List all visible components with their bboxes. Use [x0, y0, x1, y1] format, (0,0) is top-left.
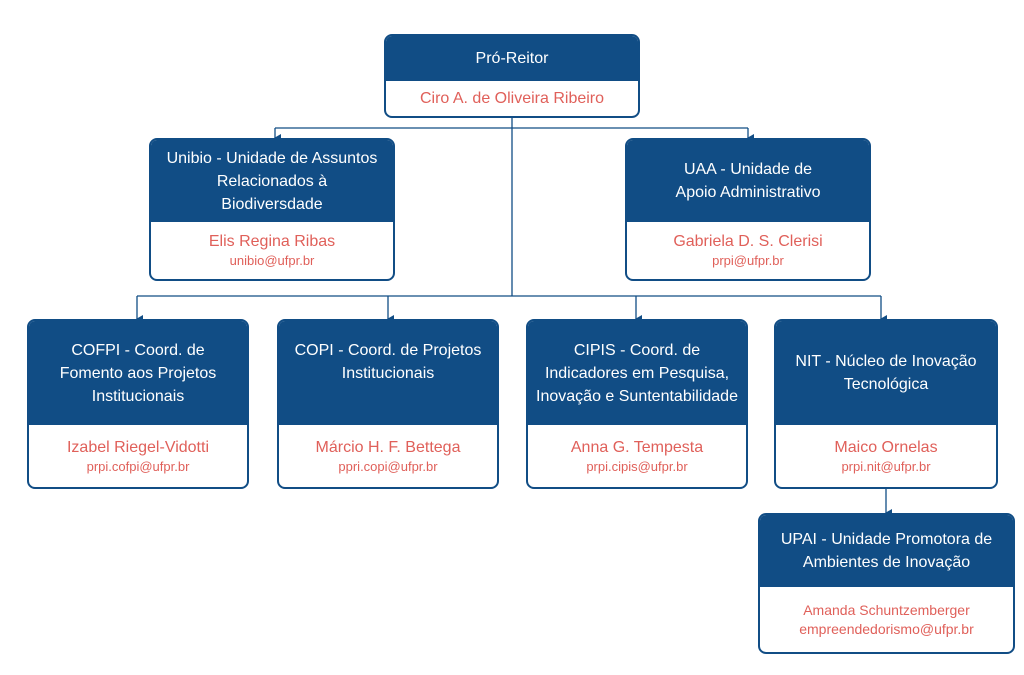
node-pro-reitor: Pró-Reitor Ciro A. de Oliveira Ribeiro: [384, 34, 640, 118]
node-nit-email: prpi.nit@ufpr.br: [841, 458, 931, 474]
node-upai-email: empreendedorismo@ufpr.br: [799, 620, 974, 637]
node-cofpi-title: COFPI - Coord. de Fomento aos Projetos I…: [29, 321, 247, 425]
node-copi-name: Márcio H. F. Bettega: [315, 438, 461, 456]
node-copi-title: COPI - Coord. de Projetos Institucionais: [279, 321, 497, 425]
node-uaa-email: prpi@ufpr.br: [712, 253, 784, 268]
node-unibio-title: Unibio - Unidade de Assuntos Relacionado…: [151, 140, 393, 222]
node-cipis: CIPIS - Coord. de Indicadores em Pesquis…: [526, 319, 748, 489]
node-unibio-name: Elis Regina Ribas: [208, 233, 336, 250]
node-pro-reitor-title: Pró-Reitor: [386, 36, 638, 81]
node-cipis-title: CIPIS - Coord. de Indicadores em Pesquis…: [528, 321, 746, 425]
node-pro-reitor-name: Ciro A. de Oliveira Ribeiro: [419, 90, 605, 107]
node-upai: UPAI - Unidade Promotora de Ambientes de…: [758, 513, 1015, 654]
node-copi-email: ppri.copi@ufpr.br: [338, 458, 438, 474]
node-cipis-email: prpi.cipis@ufpr.br: [586, 458, 688, 474]
node-cofpi-email: prpi.cofpi@ufpr.br: [86, 458, 190, 474]
node-upai-name: Amanda Schuntzemberger: [803, 601, 970, 618]
node-uaa-name: Gabriela D. S. Clerisi: [673, 233, 823, 250]
node-upai-title: UPAI - Unidade Promotora de Ambientes de…: [760, 515, 1013, 587]
node-copi: COPI - Coord. de Projetos Institucionais…: [277, 319, 499, 489]
node-cipis-name: Anna G. Tempesta: [570, 438, 704, 456]
node-uaa: UAA - Unidade de Apoio Administrativo Ga…: [625, 138, 871, 281]
node-uaa-title: UAA - Unidade de Apoio Administrativo: [627, 140, 869, 222]
node-unibio: Unibio - Unidade de Assuntos Relacionado…: [149, 138, 395, 281]
node-cofpi: COFPI - Coord. de Fomento aos Projetos I…: [27, 319, 249, 489]
node-cofpi-name: Izabel Riegel-Vidotti: [66, 438, 209, 456]
node-nit-title: NIT - Núcleo de Inovação Tecnológica: [776, 321, 996, 425]
node-nit-name: Maico Ornelas: [834, 438, 938, 456]
node-nit: NIT - Núcleo de Inovação Tecnológica Mai…: [774, 319, 998, 489]
node-unibio-email: unibio@ufpr.br: [229, 253, 315, 268]
